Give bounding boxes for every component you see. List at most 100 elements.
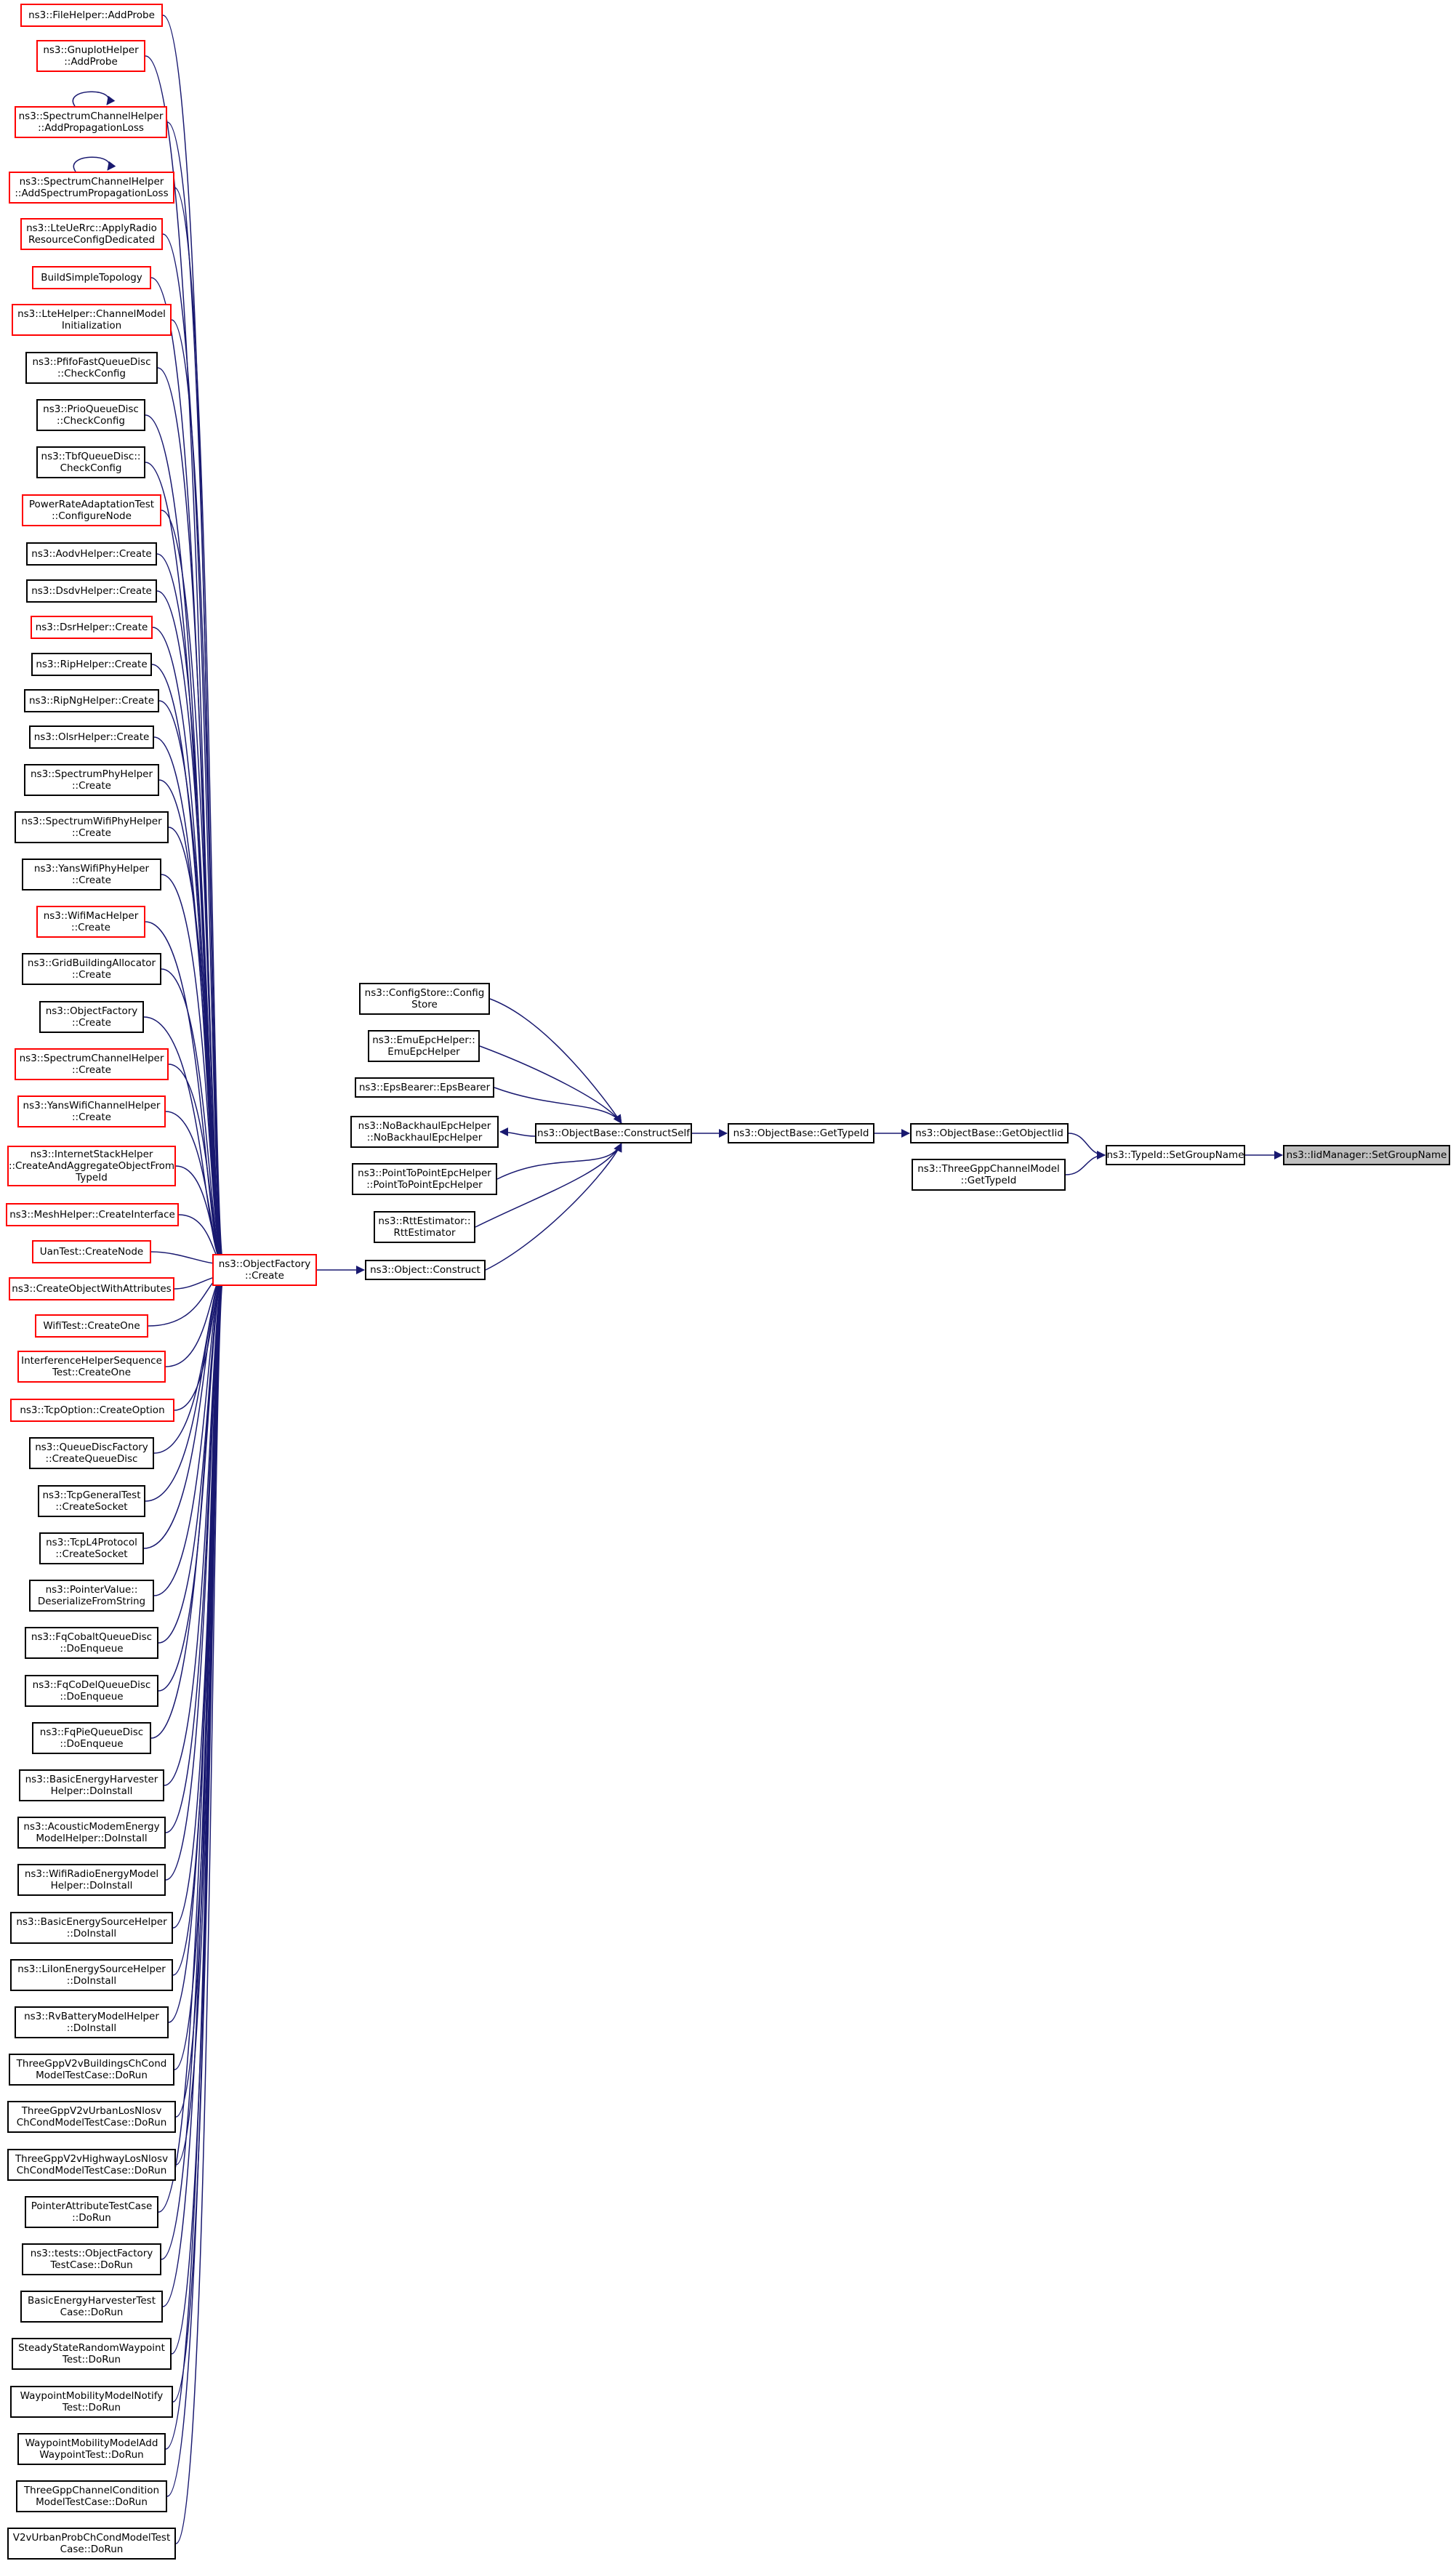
node-label-line: WaypointMobilityModelNotify	[20, 2390, 164, 2402]
graph-node-objfactory-create[interactable]: ns3::ObjectFactory::Create	[212, 1254, 317, 1286]
graph-node-ptrattr-run[interactable]: PointerAttributeTestCase::DoRun	[25, 2196, 158, 2228]
graph-node-aodv-create[interactable]: ns3::AodvHelper::Create	[26, 542, 157, 566]
graph-node-build-simple[interactable]: BuildSimpleTopology	[32, 266, 151, 289]
graph-node-rttest[interactable]: ns3::RttEstimator::RttEstimator	[374, 1211, 475, 1243]
graph-node-liion-install[interactable]: ns3::LiIonEnergySourceHelper::DoInstall	[10, 1959, 173, 1991]
graph-node-epsbearer[interactable]: ns3::EpsBearer::EpsBearer	[355, 1077, 494, 1098]
graph-node-prat-config[interactable]: PowerRateAdaptationTest::ConfigureNode	[22, 494, 161, 526]
graph-node-yanswifichan-create[interactable]: ns3::YansWifiChannelHelper::Create	[17, 1095, 166, 1127]
graph-node-ripng-create[interactable]: ns3::RipNgHelper::Create	[24, 689, 159, 712]
graph-node-fqcobalt-enq[interactable]: ns3::FqCobaltQueueDisc::DoEnqueue	[25, 1627, 158, 1659]
graph-node-p2pepc[interactable]: ns3::PointToPointEpcHelper::PointToPoint…	[352, 1163, 497, 1195]
node-label-line: ::Create	[72, 1064, 111, 1076]
node-label-line: ns3::ObjectBase::GetTypeId	[733, 1127, 869, 1139]
graph-node-3gpp-gettypeid[interactable]: ns3::ThreeGppChannelModel::GetTypeId	[912, 1159, 1066, 1191]
graph-node-uan-createnode[interactable]: UanTest::CreateNode	[32, 1240, 151, 1263]
node-label-line: ModelTestCase::DoRun	[36, 2496, 148, 2508]
edge-ptrval_deser-to-objfactory_create	[153, 1271, 225, 1596]
graph-node-dsdv-create[interactable]: ns3::DsdvHelper::Create	[26, 579, 157, 603]
graph-node-rvbattery-install[interactable]: ns3::RvBatteryModelHelper::DoInstall	[15, 2006, 169, 2038]
graph-node-getobjtid[interactable]: ns3::ObjectBase::GetObjectIid	[910, 1123, 1069, 1143]
node-label-line: WaypointTest::DoRun	[39, 2449, 144, 2461]
graph-node-gettypeid[interactable]: ns3::ObjectBase::GetTypeId	[728, 1123, 874, 1143]
node-label-line: ::GetTypeId	[960, 1175, 1017, 1186]
node-label-line: ns3::SpectrumChannelHelper	[18, 110, 164, 122]
graph-node-wifimac-create[interactable]: ns3::WifiMacHelper::Create	[36, 906, 145, 938]
node-label-line: ns3::PointToPointEpcHelper	[358, 1167, 491, 1179]
node-label-line: ::Create	[72, 875, 111, 886]
graph-node-yanswifiphy-create[interactable]: ns3::YansWifiPhyHelper::Create	[22, 859, 161, 890]
graph-node-basicsrc-install[interactable]: ns3::BasicEnergySourceHelper::DoInstall	[10, 1912, 173, 1944]
graph-node-gridbuilding-create[interactable]: ns3::GridBuildingAllocator::Create	[22, 953, 161, 985]
graph-node-tbf-check[interactable]: ns3::TbfQueueDisc::CheckConfig	[36, 446, 145, 478]
node-label-line: ::DoEnqueue	[60, 1738, 124, 1750]
node-label-line: ThreeGppV2vUrbanLosNlosv	[21, 2105, 162, 2117]
graph-node-rip-create[interactable]: ns3::RipHelper::Create	[31, 653, 152, 676]
node-label-line: RttEstimator	[393, 1227, 456, 1239]
graph-node-object-construct[interactable]: ns3::Object::Construct	[365, 1260, 486, 1280]
graph-node-qdfactory-create[interactable]: ns3::QueueDiscFactory::CreateQueueDisc	[29, 1437, 154, 1469]
node-label-line: ns3::FqCoDelQueueDisc	[32, 1679, 151, 1691]
graph-node-ptrval-deser[interactable]: ns3::PointerValue::DeserializeFromString	[29, 1580, 154, 1612]
graph-node-tcpl4-socket[interactable]: ns3::TcpL4Protocol::CreateSocket	[39, 1532, 144, 1564]
graph-node-emuepc[interactable]: ns3::EmuEpcHelper::EmuEpcHelper	[368, 1030, 480, 1062]
node-label-line: ::DoEnqueue	[60, 1691, 124, 1702]
graph-node-specchan-create[interactable]: ns3::SpectrumChannelHelper::Create	[15, 1048, 169, 1080]
node-label-line: ns3::QueueDiscFactory	[35, 1442, 148, 1453]
graph-node-typeid-setgroup[interactable]: ns3::TypeId::SetGroupName	[1106, 1145, 1245, 1165]
node-label-line: Helper::DoInstall	[50, 1880, 133, 1891]
graph-node-createobjattr[interactable]: ns3::CreateObjectWithAttributes	[9, 1277, 174, 1300]
graph-node-fqcodel-enq[interactable]: ns3::FqCoDelQueueDisc::DoEnqueue	[25, 1675, 158, 1707]
edge-wifimac_create-to-objfactory_create	[145, 921, 225, 1269]
node-label-line: ns3::YansWifiPhyHelper	[33, 863, 150, 875]
node-label-line: Store	[411, 999, 438, 1010]
graph-node-dsr-create[interactable]: ns3::DsrHelper::Create	[31, 616, 153, 639]
graph-node-gp-addprobe[interactable]: ns3::GnuplotHelper::AddProbe	[36, 40, 145, 72]
graph-node-fh-addprobe[interactable]: ns3::FileHelper::AddProbe	[20, 4, 163, 27]
graph-node-tcpopt-create[interactable]: ns3::TcpOption::CreateOption	[10, 1399, 174, 1422]
node-label-line: ns3::TbfQueueDisc::	[41, 451, 141, 462]
graph-node-inet-createagg[interactable]: ns3::InternetStackHelper::CreateAndAggre…	[7, 1146, 176, 1186]
graph-node-mesh-createif[interactable]: ns3::MeshHelper::CreateInterface	[6, 1203, 179, 1226]
graph-node-sch-addspec[interactable]: ns3::SpectrumChannelHelper::AddSpectrumP…	[9, 172, 174, 204]
node-label-line: ns3::IidManager::SetGroupName	[1286, 1149, 1447, 1161]
graph-node-specwifiphy-create[interactable]: ns3::SpectrumWifiPhyHelper::Create	[15, 811, 169, 843]
edge-sch_addprop-to-sch_addprop	[72, 91, 116, 107]
node-label-line: ns3::CreateObjectWithAttributes	[12, 1283, 172, 1295]
node-label-line: Helper::DoInstall	[50, 1785, 133, 1797]
node-label-line: ns3::ObjectBase::GetObjectIid	[915, 1127, 1063, 1139]
graph-node-constructself[interactable]: ns3::ObjectBase::ConstructSelf	[535, 1123, 692, 1143]
graph-node-prio-check[interactable]: ns3::PrioQueueDisc::CheckConfig	[36, 399, 145, 431]
graph-node-specphy-create[interactable]: ns3::SpectrumPhyHelper::Create	[24, 764, 159, 796]
graph-node-nobackhaul[interactable]: ns3::NoBackhaulEpcHelper::NoBackhaulEpcH…	[350, 1116, 499, 1148]
graph-node-fqpie-enq[interactable]: ns3::FqPieQueueDisc::DoEnqueue	[32, 1722, 151, 1754]
graph-node-olsr-create[interactable]: ns3::OlsrHelper::Create	[29, 725, 154, 749]
edge-getobjtid-to-typeid_setgroup	[1068, 1133, 1106, 1159]
graph-node-sch-addprop[interactable]: ns3::SpectrumChannelHelper::AddPropagati…	[15, 106, 167, 138]
node-label-line: ::DoEnqueue	[60, 1643, 124, 1655]
graph-node-wifitest-createone[interactable]: WifiTest::CreateOne	[35, 1314, 148, 1338]
graph-node-pfifo-check[interactable]: ns3::PfifoFastQueueDisc::CheckConfig	[25, 352, 158, 384]
graph-node-tcpgen-socket[interactable]: ns3::TcpGeneralTest::CreateSocket	[38, 1485, 145, 1517]
node-label-line: ::CheckConfig	[57, 415, 125, 427]
graph-node-objfactory-create2[interactable]: ns3::ObjectFactory::Create	[39, 1001, 144, 1033]
node-label-line: ::DoInstall	[66, 2022, 117, 2034]
